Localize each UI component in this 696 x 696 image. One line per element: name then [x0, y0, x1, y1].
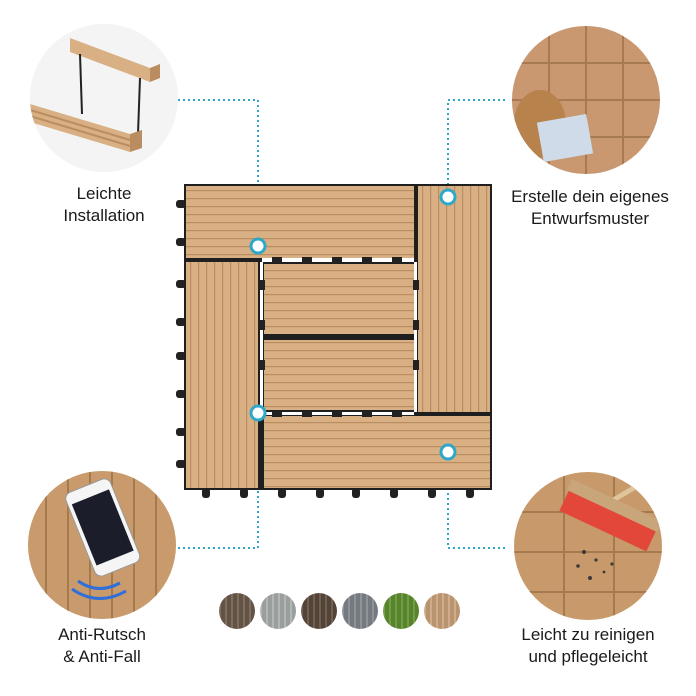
swatch-coffee[interactable]: [301, 593, 337, 629]
caption-line-1: Erstelle dein eigenes: [511, 187, 669, 206]
caption-line-1: Leichte: [76, 184, 132, 203]
connector-dots: [249, 188, 457, 461]
swatch-grass-green[interactable]: [383, 593, 419, 629]
caption-line-2: und pflegeleicht: [528, 647, 648, 666]
caption-anti-slip: Anti-Rutsch & Anti-Fall: [18, 624, 186, 668]
caption-cleaning: Leicht zu reinigen und pflegeleicht: [500, 624, 676, 668]
swatch-teak[interactable]: [424, 593, 460, 629]
pattern-illustration: [512, 26, 660, 174]
swatch-stone-grey[interactable]: [260, 593, 296, 629]
connector-line-top-left: [178, 99, 259, 246]
caption-line-1: Leicht zu reinigen: [521, 625, 655, 644]
swatch-dark-brown[interactable]: [219, 593, 255, 629]
caption-line-2: Entwurfsmuster: [530, 209, 650, 228]
smartphone-on-deck-illustration: [28, 471, 176, 619]
installation-illustration: [30, 24, 178, 172]
swatch-slate-grey[interactable]: [342, 593, 378, 629]
broom-cleaning-illustration: [514, 472, 662, 620]
connector-line-top-right: [447, 99, 505, 197]
caption-line-2: Installation: [63, 206, 145, 225]
caption-line-1: Anti-Rutsch: [58, 625, 146, 644]
caption-line-2: & Anti-Fall: [63, 647, 141, 666]
caption-installation: Leichte Installation: [20, 183, 188, 227]
caption-pattern: Erstelle dein eigenes Entwurfsmuster: [490, 186, 690, 230]
